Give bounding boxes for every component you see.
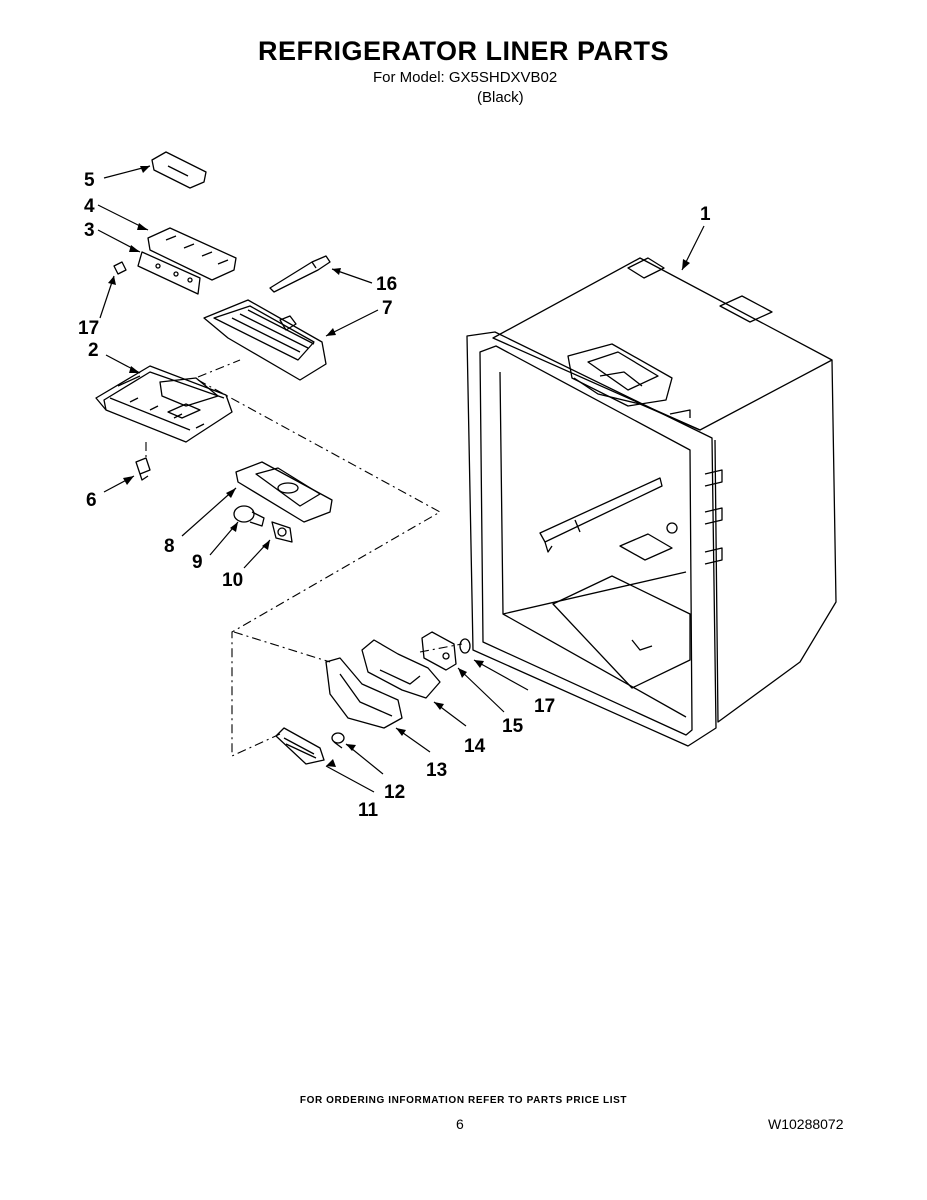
callout-12: 12: [384, 782, 405, 803]
callout-15: 15: [502, 716, 524, 737]
socket-part-10: [271, 521, 293, 543]
page-number: 6: [456, 1116, 464, 1132]
tray-part-7: [203, 299, 327, 381]
callout-1: 1: [700, 204, 711, 225]
ordering-note: FOR ORDERING INFORMATION REFER TO PARTS …: [299, 1095, 628, 1106]
lens-part-8: [235, 461, 333, 523]
callout-13: 13: [426, 760, 447, 781]
bracket-part-14: [361, 639, 441, 699]
arrowheads: [108, 166, 690, 767]
callout-8: 8: [164, 536, 175, 557]
callout-6: 6: [86, 490, 97, 511]
callout-7: 7: [382, 298, 393, 319]
model-color: (Black): [477, 89, 524, 106]
bulb-part-9: [233, 505, 265, 527]
callout-4: 4: [84, 196, 95, 217]
leader-lines: [97, 165, 705, 793]
bracket-part-5: [151, 151, 207, 189]
callout-16: 16: [376, 274, 397, 295]
clip-part-17-lower: [459, 638, 471, 654]
housing-part-13: [325, 657, 403, 729]
page-title: REFRIGERATOR LINER PARTS: [257, 36, 669, 66]
probe-part-16: [269, 255, 331, 293]
control-housing-part-2: [95, 365, 233, 443]
clip-part-17-upper: [113, 261, 127, 275]
callout-9: 9: [192, 552, 203, 573]
callout-11: 11: [358, 800, 379, 821]
callout-5: 5: [84, 170, 95, 191]
clip-part-6: [135, 457, 151, 481]
liner-part-1: [466, 257, 837, 747]
callout-17-lower: 17: [534, 696, 555, 717]
light-cover-part-11: [275, 727, 325, 765]
switch-part-15: [421, 631, 457, 671]
callout-2: 2: [88, 340, 99, 361]
model-number: For Model: GX5SHDXVB02: [373, 69, 558, 86]
gasket-part-3: [137, 251, 201, 295]
callout-labels: 5 4 3 17 2 6 16 7 1 8 9 10 11 12 13 14 1…: [78, 170, 711, 821]
callout-3: 3: [84, 220, 95, 241]
cover-part-4: [147, 227, 237, 281]
dashed-guide-lines: [145, 359, 463, 757]
screw-part-12: [331, 732, 345, 749]
callout-10: 10: [222, 570, 243, 591]
callout-17-upper: 17: [78, 318, 99, 339]
document-number: W10288072: [768, 1116, 844, 1132]
callout-14: 14: [464, 736, 486, 757]
